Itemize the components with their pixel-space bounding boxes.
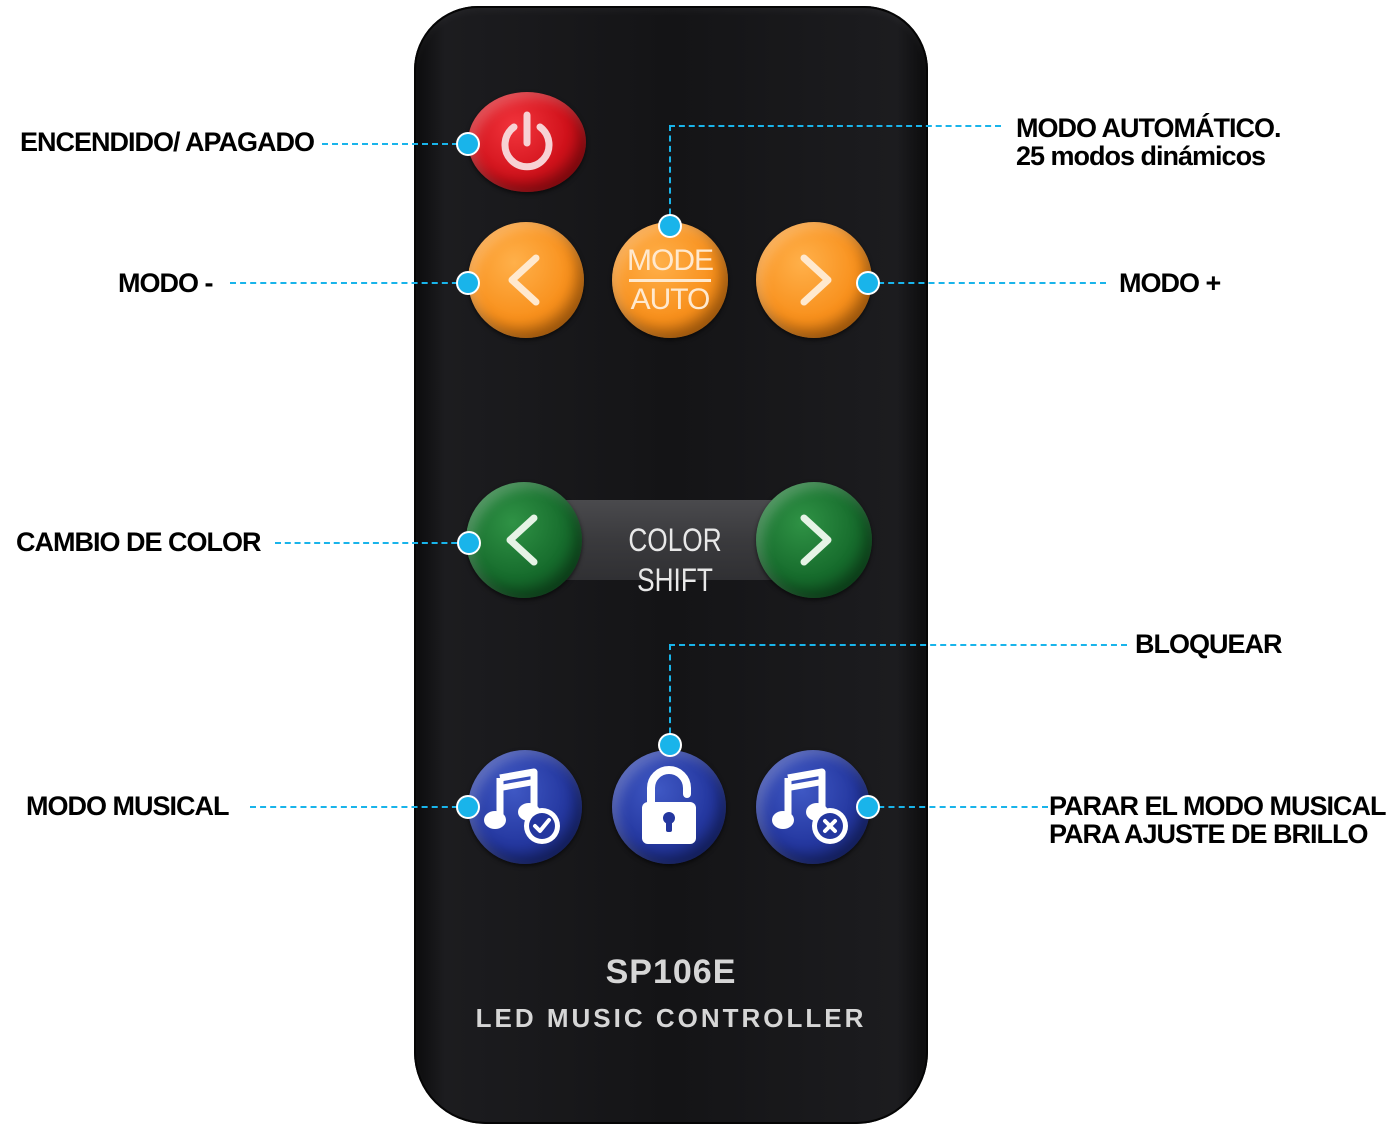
callout-stop-music: PARAR EL MODO MUSICAL PARA AJUSTE DE BRI… bbox=[1049, 792, 1386, 848]
callout-lock-line-v bbox=[669, 644, 671, 744]
callout-color-change-dot bbox=[459, 533, 479, 553]
chevron-right-icon bbox=[800, 514, 832, 566]
callout-power-line bbox=[322, 143, 468, 145]
model-number: SP106E bbox=[605, 953, 737, 991]
callout-music-mode-line bbox=[250, 806, 468, 808]
callout-music-mode-dot bbox=[458, 797, 478, 817]
color-shift-label: COLOR SHIFT bbox=[628, 522, 722, 598]
callout-auto-mode: MODO AUTOMÁTICO. 25 modos dinámicos bbox=[1016, 113, 1281, 171]
callout-color-change: CAMBIO DE COLOR bbox=[16, 527, 261, 557]
callout-auto-mode-line2: 25 modos dinámicos bbox=[1016, 141, 1266, 171]
callout-mode-minus-dot bbox=[458, 273, 478, 293]
mode-label: MODE bbox=[627, 243, 714, 277]
callout-auto-mode-line-v bbox=[669, 125, 671, 225]
mode-auto-button[interactable]: MODE AUTO bbox=[612, 222, 728, 338]
callout-mode-plus: MODO + bbox=[1119, 268, 1221, 298]
callout-music-mode: MODO MUSICAL bbox=[26, 791, 229, 821]
callout-mode-plus-dot bbox=[858, 273, 878, 293]
callout-auto-mode-line-h bbox=[669, 125, 1001, 127]
color-prev-button[interactable] bbox=[466, 482, 582, 598]
callout-lock: BLOQUEAR bbox=[1135, 629, 1282, 659]
stop-music-button[interactable] bbox=[756, 750, 870, 864]
chevron-right-icon bbox=[800, 254, 832, 306]
callout-mode-minus: MODO - bbox=[118, 268, 213, 298]
callout-mode-minus-line bbox=[230, 282, 468, 284]
chevron-left-icon bbox=[506, 514, 538, 566]
auto-label: AUTO bbox=[630, 282, 711, 316]
callout-color-change-line bbox=[275, 542, 467, 544]
mode-auto-label: MODE AUTO bbox=[612, 222, 728, 338]
product-subtitle: LED MUSIC CONTROLLER bbox=[475, 1003, 867, 1033]
mode-plus-button[interactable] bbox=[756, 222, 872, 338]
callout-mode-plus-line bbox=[868, 282, 1106, 284]
callout-auto-mode-line1: MODO AUTOMÁTICO. bbox=[1016, 113, 1281, 143]
color-next-button[interactable] bbox=[756, 482, 872, 598]
callout-auto-mode-dot bbox=[660, 216, 680, 236]
mode-minus-button[interactable] bbox=[468, 222, 584, 338]
power-button[interactable] bbox=[468, 92, 586, 192]
lock-icon bbox=[642, 766, 696, 844]
power-icon bbox=[501, 111, 553, 171]
chevron-left-icon bbox=[508, 254, 540, 306]
callout-power-dot bbox=[458, 134, 478, 154]
music-mode-button[interactable] bbox=[468, 750, 582, 864]
music-cancel-icon bbox=[772, 768, 848, 844]
callout-lock-dot bbox=[660, 735, 680, 755]
callout-stop-music-line bbox=[868, 806, 1048, 808]
mode-auto-divider bbox=[629, 278, 711, 282]
music-check-icon bbox=[484, 768, 560, 844]
lock-button[interactable] bbox=[612, 750, 726, 864]
callout-stop-music-line1: PARAR EL MODO MUSICAL bbox=[1049, 791, 1386, 821]
callout-lock-line-h bbox=[669, 644, 1127, 646]
callout-stop-music-line2: PARA AJUSTE DE BRILLO bbox=[1049, 819, 1369, 849]
callout-power: ENCENDIDO/ APAGADO bbox=[20, 127, 315, 157]
callout-stop-music-dot bbox=[858, 797, 878, 817]
